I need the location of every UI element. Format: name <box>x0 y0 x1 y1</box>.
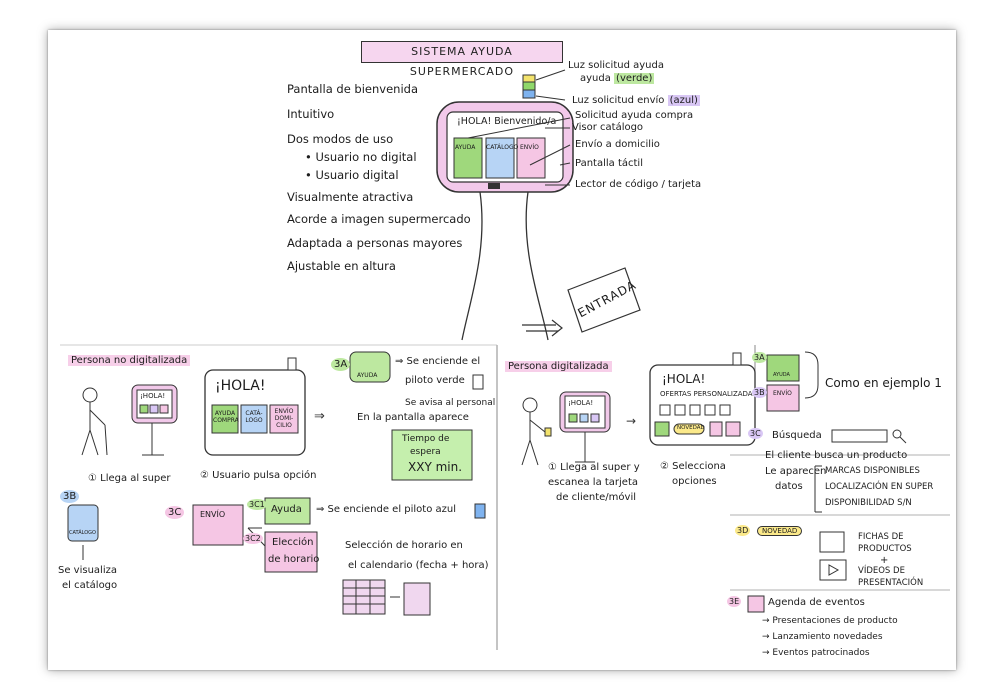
agenda-label: Agenda de eventos <box>768 597 865 608</box>
cliente-busca-2: Le aparecen <box>765 466 827 477</box>
annotation-luz-envio: Luz solicitud envío <box>572 95 665 106</box>
right-big-screen-title: ¡HOLA! <box>662 372 706 386</box>
requirement-item: Ajustable en altura <box>287 259 396 273</box>
envio-label: ENVÍO <box>200 510 226 519</box>
requirement-item: Adaptada a personas mayores <box>287 236 463 250</box>
right-label-3d: 3D <box>735 525 751 536</box>
left-big-screen-title: ¡HOLA! <box>215 378 266 394</box>
annotation-luz-envio-row: Luz solicitud envío (azul) <box>572 95 700 106</box>
annotation-luz-ayuda: Luz solicitud ayuda <box>568 60 664 71</box>
label-3c1: 3C1 <box>247 499 267 510</box>
left-label-3a: 3A <box>331 358 351 371</box>
right-label-3c: 3C <box>748 428 763 439</box>
right-icon-ayuda: AYUDA <box>773 372 790 378</box>
left-label-3c: 3C <box>165 506 185 519</box>
cliente-busca-3: datos <box>775 481 803 492</box>
right-step2-2: opciones <box>672 476 717 487</box>
catalogo-text-2: el catálogo <box>62 580 118 591</box>
cliente-busca-1: El cliente busca un producto <box>765 450 908 461</box>
fichas-1: FICHAS DE <box>858 532 904 542</box>
annotation-lector: Lector de código / tarjeta <box>575 179 702 190</box>
busqueda-label: Búsqueda <box>772 430 822 441</box>
right-step2-1: ② Selecciona <box>660 461 726 472</box>
left-btn-catalogo: CATÁ-LOGO <box>245 410 263 424</box>
right-icon-envio: ENVÍO <box>773 390 792 397</box>
como-ejemplo: Como en ejemplo 1 <box>825 376 942 390</box>
ofertas-label: OFERTAS PERSONALIZADAS <box>660 390 758 398</box>
eleccion-1: Elección <box>272 537 314 548</box>
left-icon-ayuda: AYUDA <box>357 372 378 379</box>
right-step1-1: ① Llega al super y <box>548 462 640 473</box>
left-kiosk-screen: ¡HOLA! <box>140 392 166 400</box>
requirement-item: Visualmente atractiva <box>287 190 414 204</box>
right-label-3a: 3A <box>752 352 767 363</box>
right-label-3b: 3B <box>752 387 767 398</box>
left-btn-envio: ENVÍO DOMI-CILIO <box>274 408 294 429</box>
kiosk-envio-button: ENVÍO <box>520 144 539 151</box>
novedad-tag: NOVEDAD <box>757 526 803 536</box>
requirement-item: • Usuario digital <box>305 168 399 182</box>
disponibilidad-label: DISPONIBILIDAD S/N <box>825 498 912 508</box>
kiosk-ayuda-button: AYUDA <box>455 144 476 151</box>
wait-text-2: espera <box>410 447 441 457</box>
eleccion-2: de horario <box>268 554 320 565</box>
requirement-item: Dos modos de uso <box>287 132 394 146</box>
catalogo-text-1: Se visualiza <box>58 565 117 576</box>
catalogo-tag: CATÁLOGO <box>69 530 96 536</box>
right-label-3e: 3E <box>727 596 742 607</box>
annotation-envio-domicilio: Envío a domicilio <box>575 139 660 150</box>
annotation-solicitud-ayuda: Solicitud ayuda compra <box>575 110 694 121</box>
videos-1: VÍDEOS DE <box>858 566 905 576</box>
evento-3: → Eventos patrocinados <box>762 648 870 658</box>
plus-sign: + <box>880 555 889 566</box>
right-header: Persona digitalizada <box>505 361 612 372</box>
evento-2: → Lanzamiento novedades <box>762 632 883 642</box>
left-header: Persona no digitalizada <box>68 355 191 366</box>
marcas-label: MARCAS DISPONIBLES <box>825 466 920 476</box>
annotation-pantalla-tactil: Pantalla táctil <box>575 158 643 169</box>
left-btn-ayuda-compra: AYUDA COMPRA <box>213 410 239 424</box>
left-arrow-text-4: En la pantalla aparece <box>357 412 469 423</box>
left-step2: ② Usuario pulsa opción <box>200 470 317 481</box>
seleccion-1: Selección de horario en <box>345 540 463 551</box>
novedad-button: NOVEDAD <box>677 425 705 431</box>
localizacion-label: LOCALIZACIÓN EN SUPER <box>825 482 934 492</box>
seleccion-2: el calendario (fecha + hora) <box>348 560 489 571</box>
evento-1: → Presentaciones de producto <box>762 616 898 626</box>
right-step1-3: de cliente/móvil <box>556 492 636 503</box>
requirement-item: Intuitivo <box>287 107 335 121</box>
annotation-luz-ayuda-color-row: AYUDA (verde) <box>580 73 655 84</box>
requirement-item: • Usuario no digital <box>305 150 417 164</box>
annotation-ayuda-label: AYUDA <box>580 73 611 84</box>
wait-text-3: XXY min. <box>408 460 463 474</box>
kiosk-screen-text: ¡HOLA! Bienvenido/a <box>457 116 557 127</box>
kiosk-catalogo-button: CATÁLOGO <box>486 144 519 151</box>
left-arrow-text-1: ⇒ Se enciende el <box>395 356 481 367</box>
label-3c2: 3C2 <box>243 533 263 544</box>
annotation-verde: (verde) <box>614 73 655 84</box>
ayuda-btn: Ayuda <box>271 504 302 515</box>
page-title: SISTEMA AYUDA SUPERMERCADO <box>361 41 563 78</box>
requirement-item: Pantalla de bienvenida <box>287 82 419 96</box>
right-step1-2: escanea la tarjeta <box>548 477 639 488</box>
right-kiosk-screen: ¡HOLA! <box>568 399 594 407</box>
left-arrow-text-3: Se avisa al personal <box>405 398 496 408</box>
fichas-2: PRODUCTOS <box>858 544 912 554</box>
annotation-azul: (azul) <box>667 95 700 106</box>
requirement-item: Acorde a imagen supermercado <box>287 212 471 226</box>
left-step1: ① Llega al super <box>88 473 171 484</box>
videos-2: PRESENTACIÓN <box>858 578 924 588</box>
left-label-3b: 3B <box>60 490 80 503</box>
wait-text-1: Tiempo de <box>402 434 450 444</box>
left-arrow-text-2: piloto verde <box>405 375 465 386</box>
ayuda-result: ⇒ Se enciende el piloto azul <box>316 504 457 515</box>
annotation-visor: Visor catálogo <box>572 122 644 133</box>
